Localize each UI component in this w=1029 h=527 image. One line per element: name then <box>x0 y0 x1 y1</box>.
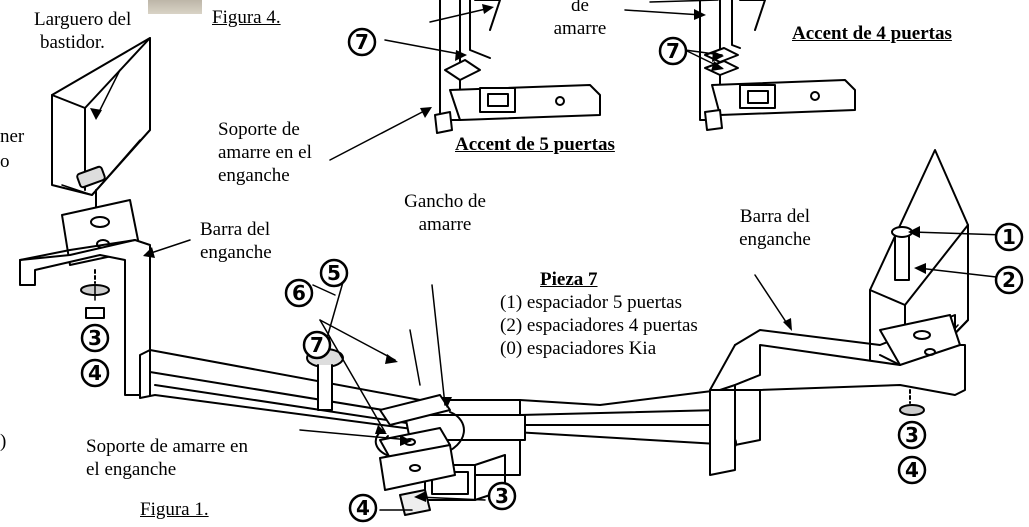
callout-3-bottom-text: 3 <box>495 484 509 508</box>
accent-4-door-heading: Accent de 4 puertas <box>792 23 952 44</box>
hitch-tie-down-bracket-label-top-line2: amarre en el <box>218 142 312 163</box>
callout-5-text: 5 <box>327 261 341 285</box>
tie-down-label-top: de amarre <box>540 0 620 40</box>
tie-down-hook-label-line2: amarre <box>418 214 472 235</box>
hitch-tie-down-bracket-label-top-line1: Soporte de <box>218 119 300 140</box>
tie-down-hook-label: Gancho de amarre <box>395 190 495 236</box>
figure-4-caption: Figura 4. <box>212 7 281 28</box>
frame-rail-label: Larguero del bastidor. <box>34 8 131 54</box>
callout-2: 2 <box>994 265 1024 295</box>
callout-4-left-text: 4 <box>88 361 102 385</box>
photo-thumbnail-edge <box>148 0 202 14</box>
callout-4-right-text: 4 <box>905 458 919 482</box>
cut-text-2: o <box>0 151 10 172</box>
callout-4-left: 4 <box>80 358 110 388</box>
inset-accent-4 <box>699 0 856 131</box>
callout-7-main-text: 7 <box>310 333 324 357</box>
callout-3-left: 3 <box>80 323 110 353</box>
part-7-line-1: (1) espaciador 5 puertas <box>500 292 683 313</box>
callout-3-right: 3 <box>897 420 927 450</box>
hitch-bar-label-right-line2: enganche <box>739 229 811 250</box>
callout-4-bottom-text: 4 <box>356 496 370 520</box>
part-7-block: Pieza 7 (1) espaciador 5 puertas (2) esp… <box>500 268 698 360</box>
frame-rail-left <box>51 37 151 211</box>
hitch-bar-label-left-line2: enganche <box>200 242 272 263</box>
hitch-bar-label-left: Barra del enganche <box>200 218 272 264</box>
part-7-line-3: (0) espaciadores Kia <box>500 338 657 359</box>
callout-7-inset5: 7 <box>347 27 377 57</box>
part-7-title: Pieza 7 <box>540 269 598 290</box>
callout-1-text: 1 <box>1002 225 1016 249</box>
part-7-line-2: (2) espaciadores 4 puertas <box>500 315 698 336</box>
accent-5-door-heading: Accent de 5 puertas <box>455 134 615 155</box>
callout-7-inset4: 7 <box>658 36 688 66</box>
hitch-tie-down-bracket-label-bottom-line2: el enganche <box>86 459 177 480</box>
callout-7-main: 7 <box>302 330 332 360</box>
callout-3-right-text: 3 <box>905 423 919 447</box>
right-side-bracket <box>709 314 966 476</box>
callout-4-right: 4 <box>897 455 927 485</box>
inset-accent-5 <box>434 0 601 134</box>
tie-down-label-top-line2: amarre <box>553 18 607 39</box>
callout-5: 5 <box>319 258 349 288</box>
hitch-bar-label-right: Barra del enganche <box>720 205 830 251</box>
frame-rail-label-line1: Larguero del <box>34 9 132 30</box>
hitch-tie-down-bracket-label-bottom: Soporte de amarre en el enganche <box>86 435 248 481</box>
tie-down-assembly <box>306 348 465 491</box>
callout-7-inset4-text: 7 <box>666 39 680 63</box>
callout-2-text: 2 <box>1002 268 1016 292</box>
tie-down-hook-label-line1: Gancho de <box>404 191 486 212</box>
callout-3-bottom: 3 <box>487 481 517 511</box>
hitch-bar-label-right-line1: Barra del <box>739 206 811 227</box>
hitch-bar-label-left-line1: Barra del <box>200 219 271 240</box>
callout-1: 1 <box>994 222 1024 252</box>
callout-3-left-text: 3 <box>88 326 102 350</box>
tie-down-label-top-line1: de <box>571 0 589 16</box>
cut-text-3: ) <box>0 431 7 452</box>
callout-7-inset5-text: 7 <box>355 30 369 54</box>
figure-1-caption: Figura 1. <box>140 499 209 520</box>
hitch-tie-down-bracket-label-top: Soporte de amarre en el enganche <box>218 118 312 187</box>
callout-4-bottom: 4 <box>348 493 378 523</box>
callout-6-text: 6 <box>292 281 306 305</box>
hitch-tie-down-bracket-label-top-line3: enganche <box>218 165 290 186</box>
hitch-tie-down-bracket-label-bottom-line1: Soporte de amarre en <box>86 436 248 457</box>
cut-text-1: ner <box>0 126 25 147</box>
frame-rail-label-line2: bastidor. <box>40 32 105 53</box>
callout-6: 6 <box>284 278 314 308</box>
left-side-bracket <box>19 199 151 396</box>
